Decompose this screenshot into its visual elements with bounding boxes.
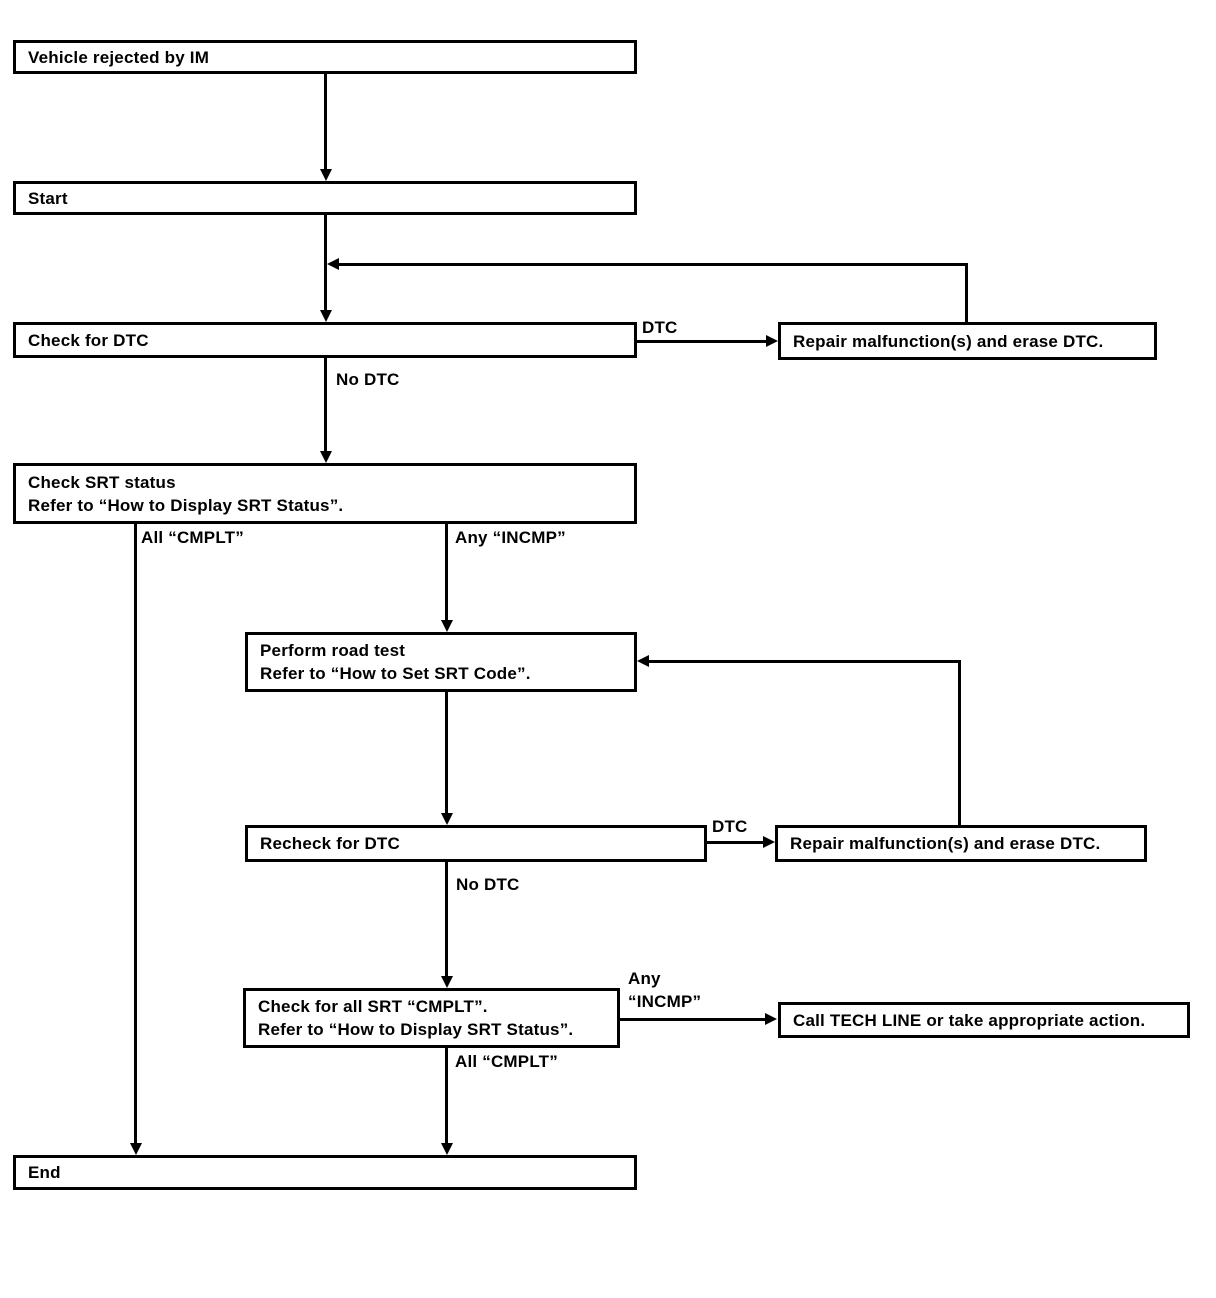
node-repair-erase-dtc-1-label: Repair malfunction(s) and erase DTC. [793, 331, 1104, 351]
node-start-label: Start [28, 188, 68, 208]
connector-checkall-to-techline [620, 1018, 766, 1021]
connector-checkdtc-to-checksrt [324, 358, 327, 452]
node-end-label: End [28, 1163, 61, 1182]
arrowhead-into-recheck [441, 813, 453, 825]
node-repair-erase-dtc-1: Repair malfunction(s) and erase DTC. [778, 322, 1157, 360]
arrowhead-into-repair1 [766, 335, 778, 347]
node-start: Start [13, 181, 637, 215]
edge-label-all-cmplt-2: All “CMPLT” [455, 1052, 558, 1071]
connector-checkall-to-end [445, 1048, 448, 1144]
node-recheck-for-dtc-label: Recheck for DTC [260, 834, 400, 853]
edge-label-any-incmp-1: Any “INCMP” [455, 528, 566, 547]
node-check-for-dtc: Check for DTC [13, 322, 637, 358]
node-repair-erase-dtc-2: Repair malfunction(s) and erase DTC. [775, 825, 1147, 862]
arrowhead-repair2-loop [637, 655, 649, 667]
node-check-srt-status-line2: Refer to “How to Display SRT Status”. [28, 495, 344, 515]
connector-start-to-checkdtc [324, 215, 327, 311]
node-vehicle-rejected-label: Vehicle rejected by IM [28, 47, 210, 67]
arrowhead-into-end-mid [441, 1143, 453, 1155]
node-call-tech-line-label: Call TECH LINE or take appropriate actio… [793, 1010, 1146, 1030]
edge-label-any-incmp-2-line2: “INCMP” [628, 992, 702, 1011]
node-check-all-srt-cmplt-line1: Check for all SRT “CMPLT”. [258, 997, 488, 1016]
connector-recheck-to-repair2 [707, 841, 764, 844]
connector-recheck-to-checkall [445, 862, 448, 977]
edge-label-any-incmp-2-line1: Any [628, 969, 661, 988]
arrowhead-into-checkdtc [320, 310, 332, 322]
node-perform-road-test-line2: Refer to “How to Set SRT Code”. [260, 664, 531, 683]
node-check-srt-status: Check SRT status Refer to “How to Displa… [13, 463, 637, 524]
node-repair-erase-dtc-2-label: Repair malfunction(s) and erase DTC. [790, 834, 1101, 853]
connector-checksrt-to-roadtest [445, 524, 448, 621]
connector-repair1-loop-vertical [965, 265, 968, 322]
edge-label-dtc-1: DTC [642, 318, 678, 337]
connector-repair1-loop-horizontal [339, 263, 968, 266]
node-perform-road-test-line1: Perform road test [260, 641, 406, 660]
arrowhead-into-start [320, 169, 332, 181]
connector-repair2-loop-vertical [958, 662, 961, 825]
arrowhead-into-checksrt [320, 451, 332, 463]
edge-label-dtc-2: DTC [712, 817, 748, 836]
node-check-srt-status-line1: Check SRT status [28, 472, 176, 492]
arrowhead-repair1-loop [327, 258, 339, 270]
connector-vehicle-to-start [324, 74, 327, 169]
connector-checkdtc-to-repair1 [637, 340, 767, 343]
node-vehicle-rejected: Vehicle rejected by IM [13, 40, 637, 74]
connector-repair2-loop-horizontal [649, 660, 961, 663]
node-perform-road-test: Perform road test Refer to “How to Set S… [245, 632, 637, 692]
node-call-tech-line: Call TECH LINE or take appropriate actio… [778, 1002, 1190, 1038]
edge-label-all-cmplt-1: All “CMPLT” [141, 528, 244, 547]
node-recheck-for-dtc: Recheck for DTC [245, 825, 707, 862]
arrowhead-into-roadtest [441, 620, 453, 632]
edge-label-no-dtc-1: No DTC [336, 370, 400, 389]
edge-label-no-dtc-2: No DTC [456, 875, 520, 894]
arrowhead-into-end-left [130, 1143, 142, 1155]
connector-checksrt-to-end [134, 524, 137, 1144]
node-check-for-dtc-label: Check for DTC [28, 330, 149, 350]
arrowhead-into-repair2 [763, 836, 775, 848]
arrowhead-into-checkall [441, 976, 453, 988]
node-check-all-srt-cmplt-line2: Refer to “How to Display SRT Status”. [258, 1020, 574, 1039]
node-end: End [13, 1155, 637, 1190]
connector-roadtest-to-recheck [445, 692, 448, 814]
arrowhead-into-techline [765, 1013, 777, 1025]
node-check-all-srt-cmplt: Check for all SRT “CMPLT”. Refer to “How… [243, 988, 620, 1048]
